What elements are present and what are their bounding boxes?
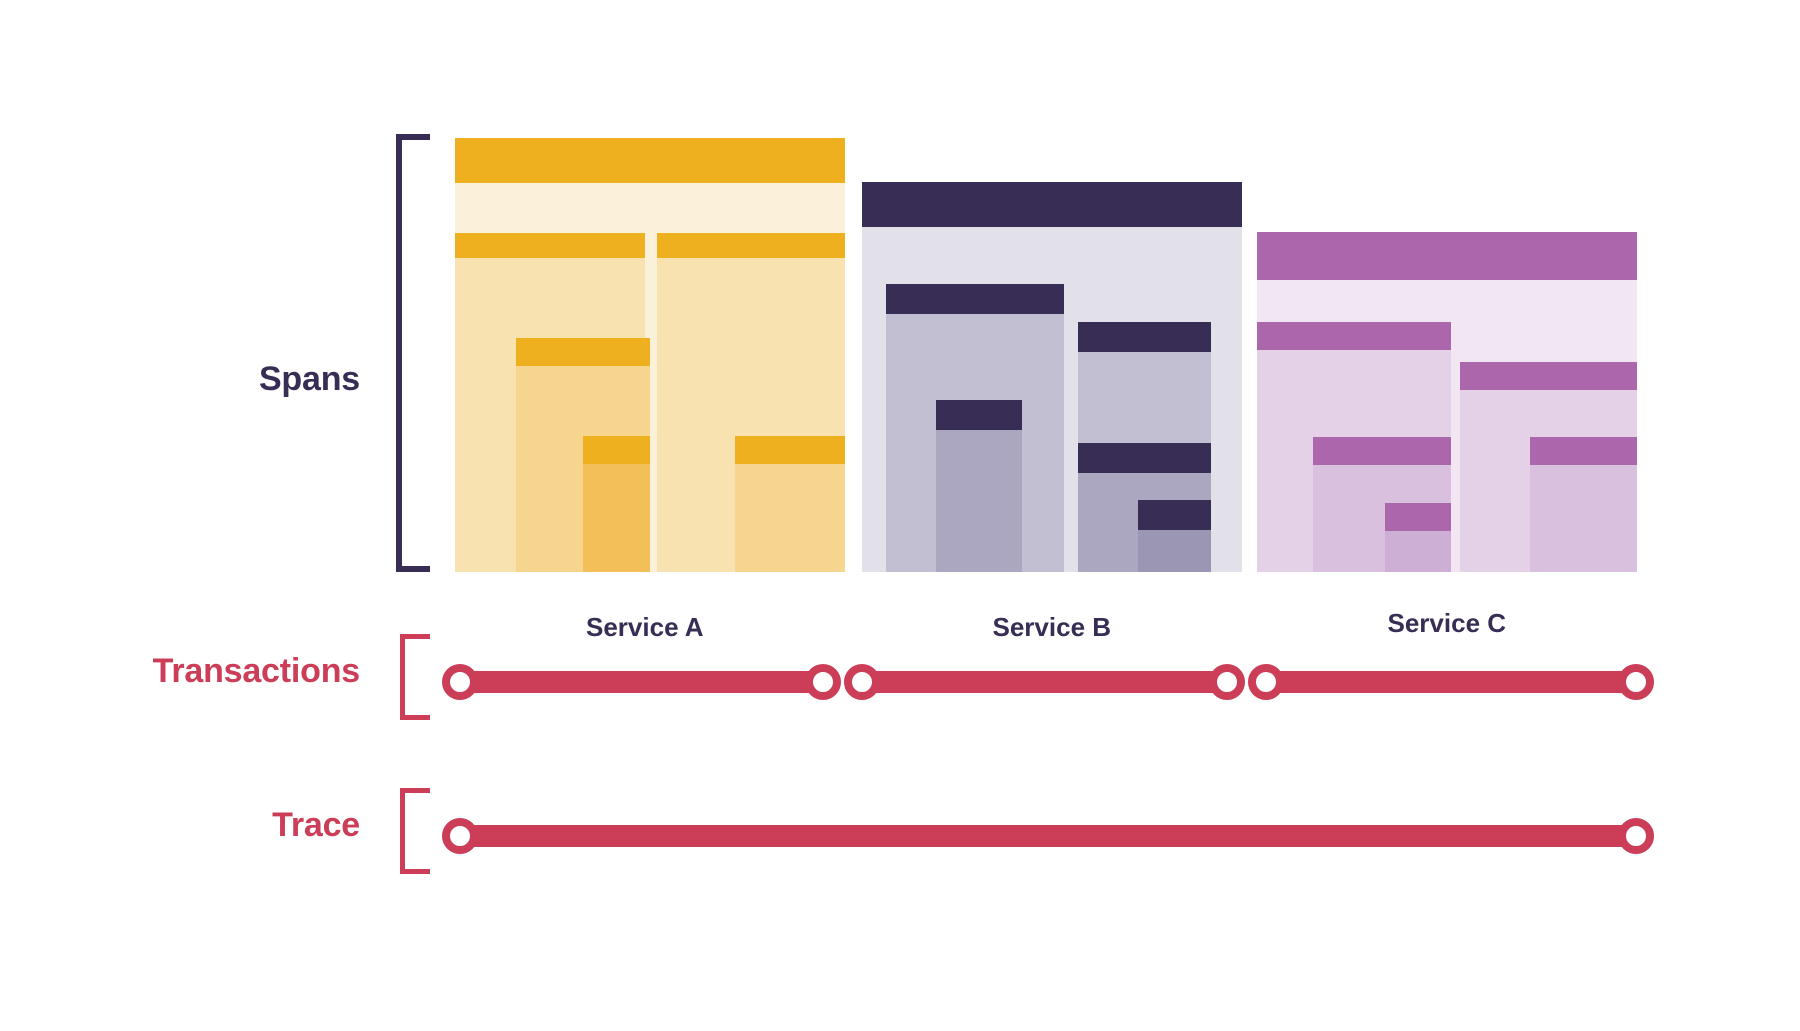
span-c-4a-body — [1385, 531, 1451, 572]
span-b-3a-body — [936, 430, 1022, 572]
transaction-service-b-bar[interactable] — [862, 671, 1227, 693]
transactions-node-1[interactable] — [442, 664, 478, 700]
trace-node-1[interactable] — [442, 818, 478, 854]
span-c-3a-header — [1313, 437, 1451, 465]
span-c-3b[interactable] — [1530, 437, 1637, 572]
trace-full-bar[interactable] — [460, 825, 1636, 847]
transactions-row-label: Transactions — [152, 652, 361, 690]
transactions-node-5[interactable] — [1248, 664, 1284, 700]
span-a-2b-header — [657, 233, 845, 258]
transactions-bracket — [400, 634, 430, 720]
span-c-3b-body — [1530, 465, 1637, 572]
span-a-root-header — [455, 138, 845, 183]
span-b-2a-header — [886, 284, 1064, 314]
transactions-node-3[interactable] — [844, 664, 880, 700]
transactions-timeline — [442, 664, 1654, 700]
span-c-3b-header — [1530, 437, 1637, 465]
span-b-3a[interactable] — [936, 400, 1022, 572]
service-caption-3: Service C — [1387, 608, 1507, 638]
trace-row-label: Trace — [272, 806, 360, 844]
trace-bracket — [400, 788, 430, 874]
span-b-2b-header — [1078, 322, 1211, 352]
spans-bracket — [396, 134, 430, 572]
span-a-3b[interactable] — [735, 436, 845, 572]
span-a-3a-header — [516, 338, 650, 366]
span-b-3b-header — [1078, 443, 1211, 473]
span-b-4a[interactable] — [1138, 500, 1211, 572]
span-a-3b-body — [735, 464, 845, 572]
trace-timeline — [442, 818, 1654, 854]
transaction-service-a-bar[interactable] — [460, 671, 823, 693]
spans-row-label: Spans — [258, 360, 360, 398]
span-c-4a-header — [1385, 503, 1451, 531]
span-c-root-header — [1257, 232, 1637, 280]
span-b-4a-header — [1138, 500, 1211, 530]
transactions-node-4[interactable] — [1209, 664, 1245, 700]
transaction-service-c-bar[interactable] — [1266, 671, 1636, 693]
service-caption-1: Service A — [586, 612, 704, 642]
span-a-4a[interactable] — [583, 436, 650, 572]
span-a-3b-header — [735, 436, 845, 464]
transactions-node-6[interactable] — [1618, 664, 1654, 700]
service-caption-2: Service B — [992, 612, 1112, 642]
span-a-4a-header — [583, 436, 650, 464]
span-a-4a-body — [583, 464, 650, 572]
transactions-node-2[interactable] — [805, 664, 841, 700]
span-b-3a-header — [936, 400, 1022, 430]
trace-node-2[interactable] — [1618, 818, 1654, 854]
span-c-4a[interactable] — [1385, 503, 1451, 572]
span-b-4a-body — [1138, 530, 1211, 572]
span-c-2b-header — [1460, 362, 1637, 390]
span-c-2a-header — [1257, 322, 1451, 350]
span-b-root-header — [862, 182, 1242, 227]
span-a-2a-header — [455, 233, 645, 258]
